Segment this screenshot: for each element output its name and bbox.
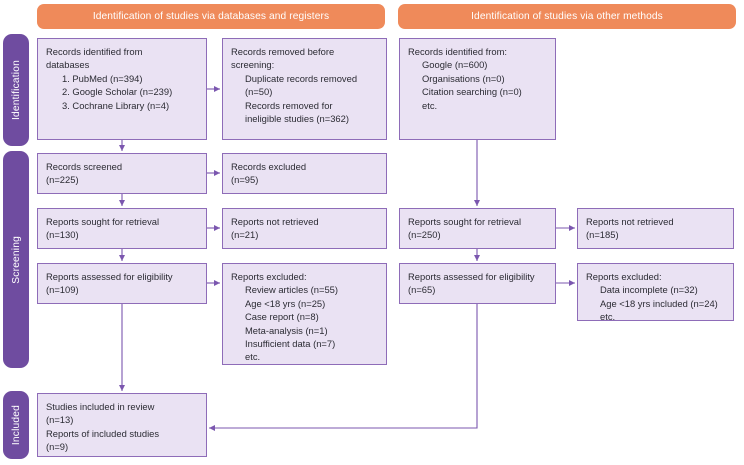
box-line: Meta-analysis (n=1) [245, 324, 328, 336]
stage-label-screening: Screening [3, 151, 29, 368]
box-line: Records identified from: [408, 46, 508, 57]
box-other-reports-sought-for-retrieval: Reports sought for retrieval (n=250) [399, 208, 556, 249]
box-other-reports-not-retrieved: Reports not retrieved (n=185) [577, 208, 734, 249]
box-line: Insufficient data (n=7) [245, 338, 336, 350]
box-line: Records screened [46, 161, 123, 172]
box-line: Reports assessed for eligibility [46, 271, 173, 282]
box-line: Reports not retrieved [586, 216, 674, 227]
box-line: Data incomplete (n=32) [600, 284, 698, 296]
box-line: etc. [600, 311, 616, 323]
box-line: etc. [422, 99, 438, 111]
box-line: Google (n=600) [422, 59, 488, 71]
box-line: Case report (n=8) [245, 311, 319, 323]
box-line: (n=130) [46, 229, 79, 241]
box-line: (n=21) [231, 229, 259, 241]
box-line: Reports sought for retrieval [46, 216, 160, 227]
box-records-excluded: Records excluded (n=95) [222, 153, 387, 194]
box-records-identified-from-databases: Records identified from databases 1. Pub… [37, 38, 207, 140]
box-line: 2. Google Scholar (n=239) [62, 86, 173, 98]
box-line: screening: [231, 59, 275, 71]
box-line: (n=50) [245, 86, 273, 98]
box-line: Reports sought for retrieval [408, 216, 522, 227]
box-line: (n=95) [231, 174, 259, 186]
box-line: etc. [245, 351, 261, 363]
box-line: 1. PubMed (n=394) [62, 72, 143, 84]
box-records-screened: Records screened (n=225) [37, 153, 207, 194]
stage-label-included: Included [3, 391, 29, 459]
stage-label-identification-text: Identification [10, 59, 22, 120]
box-line: Review articles (n=55) [245, 284, 339, 296]
box-line: 3. Cochrane Library (n=4) [62, 99, 170, 111]
box-line: (n=65) [408, 284, 436, 296]
box-records-removed-before-screening: Records removed before screening: Duplic… [222, 38, 387, 140]
phase-header-databases: Identification of studies via databases … [37, 4, 385, 29]
box-line: (n=13) [46, 414, 74, 426]
box-line: Duplicate records removed [245, 72, 358, 84]
box-other-reports-assessed-for-eligibility: Reports assessed for eligibility (n=65) [399, 263, 556, 304]
box-line: Records identified from [46, 46, 143, 57]
box-reports-assessed-for-eligibility: Reports assessed for eligibility (n=109) [37, 263, 207, 304]
box-line: databases [46, 59, 90, 71]
box-reports-not-retrieved: Reports not retrieved (n=21) [222, 208, 387, 249]
box-line: Citation searching (n=0) [422, 86, 522, 98]
box-line: (n=9) [46, 441, 69, 453]
box-line: Organisations (n=0) [422, 72, 505, 84]
box-records-identified-other-methods: Records identified from: Google (n=600) … [399, 38, 556, 140]
stage-label-screening-text: Screening [10, 235, 22, 284]
box-line: Reports assessed for eligibility [408, 271, 535, 282]
box-line: (n=250) [408, 229, 441, 241]
box-line: Records removed before [231, 46, 335, 57]
box-reports-excluded-with-reasons: Reports excluded: Review articles (n=55)… [222, 263, 387, 365]
box-line: Reports excluded: [231, 271, 307, 282]
phase-header-other-methods: Identification of studies via other meth… [398, 4, 736, 29]
box-reports-sought-for-retrieval: Reports sought for retrieval (n=130) [37, 208, 207, 249]
box-line: Records removed for [245, 99, 333, 111]
box-line: Age <18 yrs (n=25) [245, 297, 326, 309]
box-other-reports-excluded: Reports excluded: Data incomplete (n=32)… [577, 263, 734, 323]
box-line: (n=109) [46, 284, 79, 296]
box-line: Reports not retrieved [231, 216, 319, 227]
box-line: Reports excluded: [586, 271, 662, 282]
box-studies-included-in-review: Studies included in review (n=13) Report… [37, 393, 207, 457]
stage-label-identification: Identification [3, 34, 29, 146]
box-line: Studies included in review [46, 401, 155, 412]
box-line: (n=225) [46, 174, 79, 186]
box-line: Age <18 yrs included (n=24) [600, 297, 718, 309]
box-line: Reports of included studies [46, 427, 160, 439]
box-line: (n=185) [586, 229, 619, 241]
stage-label-included-text: Included [10, 404, 22, 446]
box-line: ineligible studies (n=362) [245, 113, 349, 125]
box-line: Records excluded [231, 161, 307, 172]
